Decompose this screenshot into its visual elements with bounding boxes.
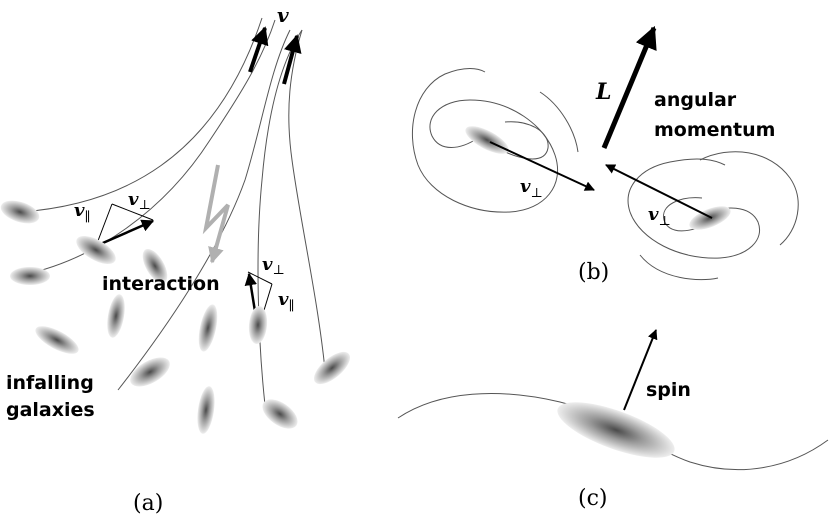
trajectory-curve — [21, 19, 276, 276]
v-perp-label: v⊥ — [262, 254, 285, 278]
galaxy — [76, 236, 116, 264]
spiral-arm-curve — [411, 68, 559, 213]
panel-b-caption: (b) — [578, 260, 609, 285]
galaxy — [197, 386, 215, 434]
galaxy — [130, 357, 170, 387]
angular-momentum-arrow — [601, 25, 657, 149]
v-parallel-label: v∥ — [278, 289, 294, 314]
galaxy — [198, 304, 218, 352]
v-perp-arrow — [489, 141, 595, 191]
spin-label: spin — [646, 379, 691, 401]
spiral-arm-curve — [627, 158, 760, 259]
spiral-arm-curve — [639, 254, 719, 281]
resultant-velocity-arrow — [95, 219, 155, 248]
galaxy — [248, 306, 268, 344]
velocity-arrow — [282, 34, 302, 85]
galaxy — [10, 267, 50, 285]
v-perp-component — [111, 203, 154, 221]
trajectory-curve — [288, 29, 326, 371]
angular-momentum-symbol: L — [595, 79, 611, 105]
panel-c-caption: (c) — [578, 486, 608, 511]
panel-b: v⊥ v⊥ L angular momentum (b) — [411, 25, 799, 285]
v-parallel-component — [95, 203, 113, 247]
galaxy — [35, 326, 79, 354]
galaxy — [262, 399, 298, 429]
trajectory-curve — [19, 17, 263, 213]
v-perp-label: v⊥ — [648, 204, 671, 229]
spin-arrow — [623, 329, 658, 411]
v-perp-arrow — [605, 164, 713, 219]
v-perp-label: v⊥ — [520, 176, 543, 201]
velocity-label: v — [277, 3, 289, 27]
angular-momentum-label: angular momentum — [654, 89, 775, 141]
spiral-arm-curve — [496, 121, 549, 160]
spiral-arm-curve — [699, 151, 799, 246]
infalling-galaxies-label: infalling galaxies — [6, 372, 100, 421]
panel-c: spin (c) — [397, 329, 829, 511]
trajectory-curve — [257, 29, 303, 406]
galaxy — [142, 248, 168, 284]
panel-a-caption: (a) — [133, 491, 163, 516]
galaxy — [0, 200, 40, 224]
galaxy — [107, 294, 125, 338]
v-parallel-label: v∥ — [74, 200, 90, 225]
galaxy — [465, 126, 509, 154]
galaxy — [313, 351, 351, 385]
v-perp-label: v⊥ — [128, 189, 151, 213]
spiral-arm-curve — [539, 91, 579, 153]
interaction-arrow — [202, 164, 230, 264]
panel-a: v v∥ v⊥ v⊥ v∥ — [0, 3, 351, 516]
trajectory-curve — [117, 29, 291, 391]
interaction-label: interaction — [102, 273, 220, 295]
galaxy — [557, 402, 675, 458]
velocity-arrow — [248, 26, 269, 73]
